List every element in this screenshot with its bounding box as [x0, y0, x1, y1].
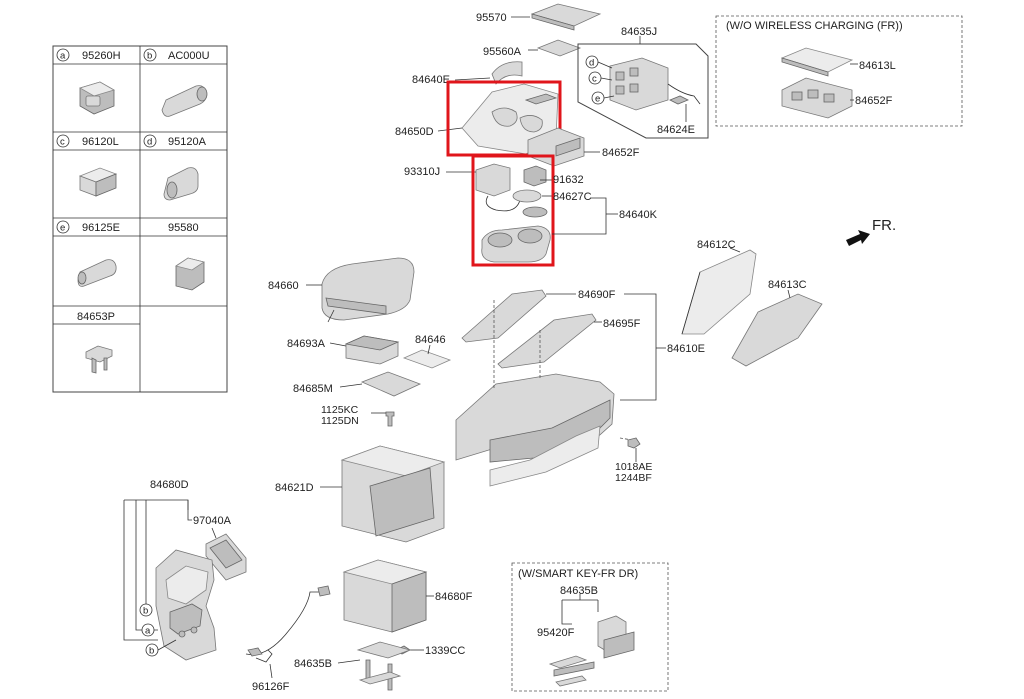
legend-code-84653P: 84653P: [77, 311, 115, 323]
label-93310J: 93310J: [404, 166, 440, 178]
callout-c: c: [592, 74, 597, 85]
label-84652F: 84652F: [602, 147, 640, 159]
label-84650D: 84650D: [395, 126, 434, 138]
label-84610E: 84610E: [667, 343, 705, 355]
label-84660: 84660: [268, 280, 299, 292]
legend-table: a 95260H b AC000U c 96120L d 95120A: [52, 45, 228, 393]
part-84612c-panel: [681, 247, 757, 335]
wireless-box-title: (W/O WIRELESS CHARGING (FR)): [726, 20, 903, 32]
part-95560a-pad: [528, 39, 582, 57]
label-95420F: 95420F: [537, 627, 575, 639]
part-icon-95260H: [78, 81, 116, 115]
label-84624E: 84624E: [657, 124, 695, 136]
label-91632: 91632: [553, 174, 584, 186]
label-84690F: 84690F: [578, 289, 616, 301]
part-icon-96125E: [77, 259, 117, 287]
part-84621d-frame: [320, 445, 446, 543]
part-1125kc-screw: [371, 411, 395, 427]
group-84640k-cupholder: [446, 163, 552, 263]
label-96126F: 96126F: [252, 681, 290, 693]
label-1125KC: 1125KC: [321, 404, 359, 416]
label-84635J: 84635J: [621, 26, 657, 38]
highlight-84640k: [471, 154, 555, 267]
part-84660-armrest: [306, 257, 415, 323]
label-1244BF: 1244BF: [615, 472, 652, 484]
legend-code-96120L: 96120L: [82, 136, 119, 148]
part-84685m-mat: [339, 371, 422, 397]
label-95560A: 95560A: [483, 46, 522, 58]
part-icon-95120A: [163, 167, 199, 201]
part-84680d-panel: [155, 549, 217, 661]
label-84646: 84646: [415, 334, 446, 346]
legend-code-95120A: 95120A: [168, 136, 207, 148]
part-84650d-cover: [437, 83, 559, 155]
callout-b-lower: b: [149, 646, 154, 657]
part-95570-tray: [511, 3, 602, 31]
part-icon-95580: [175, 257, 205, 291]
fr-arrow-icon: [846, 230, 870, 246]
label-1339CC: 1339CC: [425, 645, 465, 657]
legend-code-95260H: 95260H: [82, 50, 121, 62]
part-84646-mat: [402, 344, 452, 369]
callout-b-upper: b: [143, 606, 148, 617]
legend-code-AC000U: AC000U: [168, 50, 210, 62]
label-84685M: 84685M: [293, 383, 333, 395]
label-84635B-box: 84635B: [560, 585, 598, 597]
part-84640e-trim: [454, 61, 523, 85]
label-97040A: 97040A: [193, 515, 232, 527]
part-icon-84653P: [85, 345, 113, 374]
label-1125DN: 1125DN: [321, 415, 359, 427]
label-84612C: 84612C: [697, 239, 736, 251]
label-84680D: 84680D: [150, 479, 189, 491]
label-84635B: 84635B: [294, 658, 332, 670]
part-1018ae-clip: [627, 437, 641, 462]
label-84695F: 84695F: [603, 318, 641, 330]
legend-letter-e: e: [60, 223, 65, 234]
box-smart-key: [511, 562, 669, 692]
label-95570: 95570: [476, 12, 507, 24]
label-84621D: 84621D: [275, 482, 314, 494]
part-console-body: [455, 300, 633, 487]
smartkey-box-title: (W/SMART KEY-FR DR): [518, 568, 638, 580]
label-84627C: 84627C: [553, 191, 592, 203]
part-84680f-box: [342, 559, 434, 633]
legend-letter-a: a: [60, 51, 66, 62]
part-84635b-bracket: [337, 641, 412, 691]
part-96126f-cable: [245, 585, 331, 679]
part-84613c-panel: [731, 289, 823, 367]
callout-a: a: [145, 626, 151, 637]
label-84640K: 84640K: [619, 209, 658, 221]
label-84613C: 84613C: [768, 279, 807, 291]
legend-letter-d: d: [147, 137, 152, 148]
legend-code-95580: 95580: [168, 222, 199, 234]
label-84680F: 84680F: [435, 591, 473, 603]
part-84693a-tray: [329, 335, 400, 365]
label-84652F-alt: 84652F: [855, 95, 893, 107]
label-84640E: 84640E: [412, 74, 450, 86]
label-84693A: 84693A: [287, 338, 326, 350]
part-84690f-trim: [461, 289, 576, 343]
callout-e: e: [595, 94, 600, 105]
part-97040a-vent: [205, 527, 247, 581]
direction-label: FR.: [872, 217, 896, 234]
group-84635j: [577, 36, 709, 139]
part-84695f-trim: [497, 313, 602, 369]
box-wireless-charging: [715, 15, 963, 127]
part-icon-AC000U: [161, 85, 208, 117]
legend-code-96125E: 96125E: [82, 222, 120, 234]
label-1018AE: 1018AE: [615, 461, 652, 473]
legend-letter-b: b: [147, 51, 152, 62]
label-84613L: 84613L: [859, 60, 896, 72]
callout-d: d: [589, 58, 594, 69]
legend-letter-c: c: [60, 137, 65, 148]
part-icon-96120L: [78, 167, 118, 197]
